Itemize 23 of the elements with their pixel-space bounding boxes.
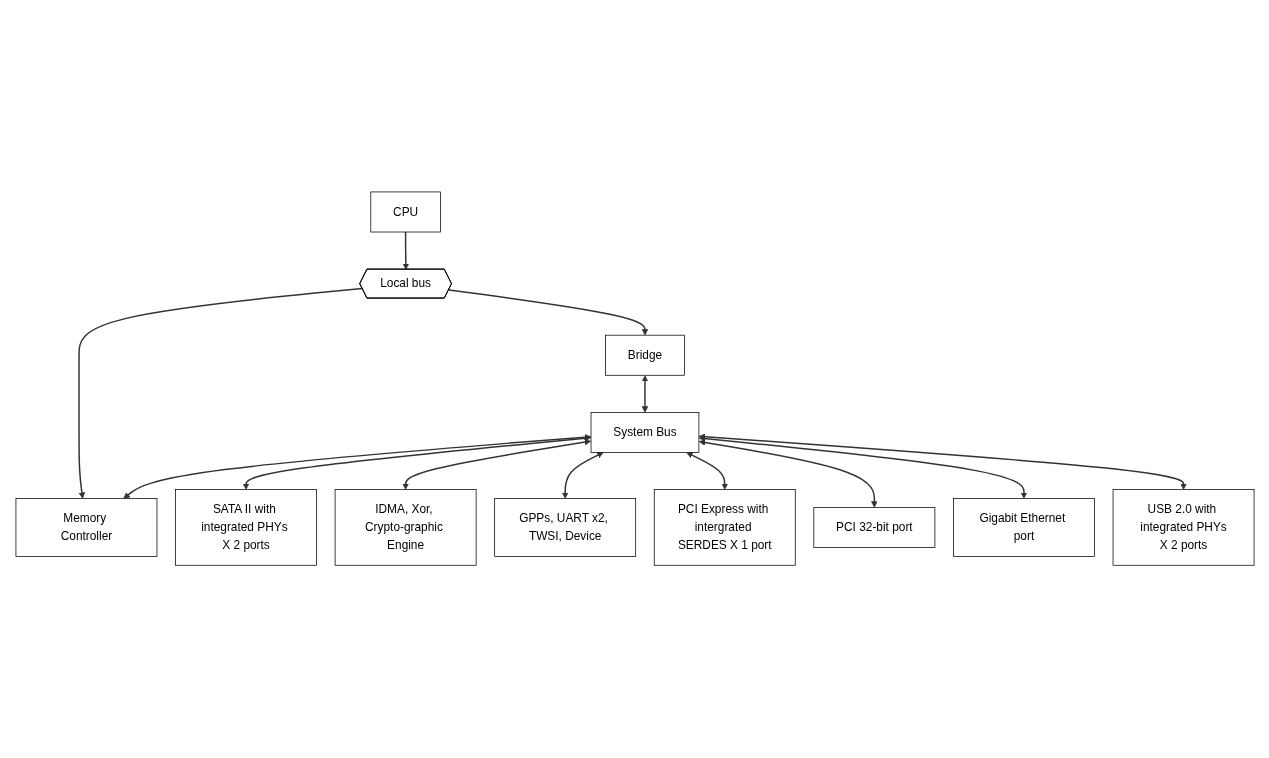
node-box: Gigabit Ethernet port [952,498,1095,558]
arrow [698,433,1187,491]
node-box: Bridge [604,335,685,376]
node-box: System Bus [590,412,699,454]
arrow [641,375,648,414]
node-box: USB 2.0 with integrated PHYs X 2 ports [1112,489,1254,567]
arrow [561,452,604,500]
arrow [122,434,591,500]
arrow [402,231,409,271]
node-box: SATA II with integrated PHYs X 2 ports [174,489,317,567]
arrow [447,289,648,336]
arrow [698,435,1027,500]
node-box: PCI 32-bit port [812,507,935,549]
node-box: PCI Express with intergrated SERDES X 1 port [653,489,796,567]
arrow [242,435,591,491]
node-box: Memory Controller [15,498,157,558]
node-box: GPPs, UART x2, TWSI, Device [493,498,636,558]
arrow [401,439,591,491]
arrow [685,452,728,491]
node-box: IDMA, Xor, Crypto-graphic Engine [334,489,476,567]
node-box: CPU [369,191,441,233]
arrow [698,439,878,509]
arrow [77,288,363,500]
